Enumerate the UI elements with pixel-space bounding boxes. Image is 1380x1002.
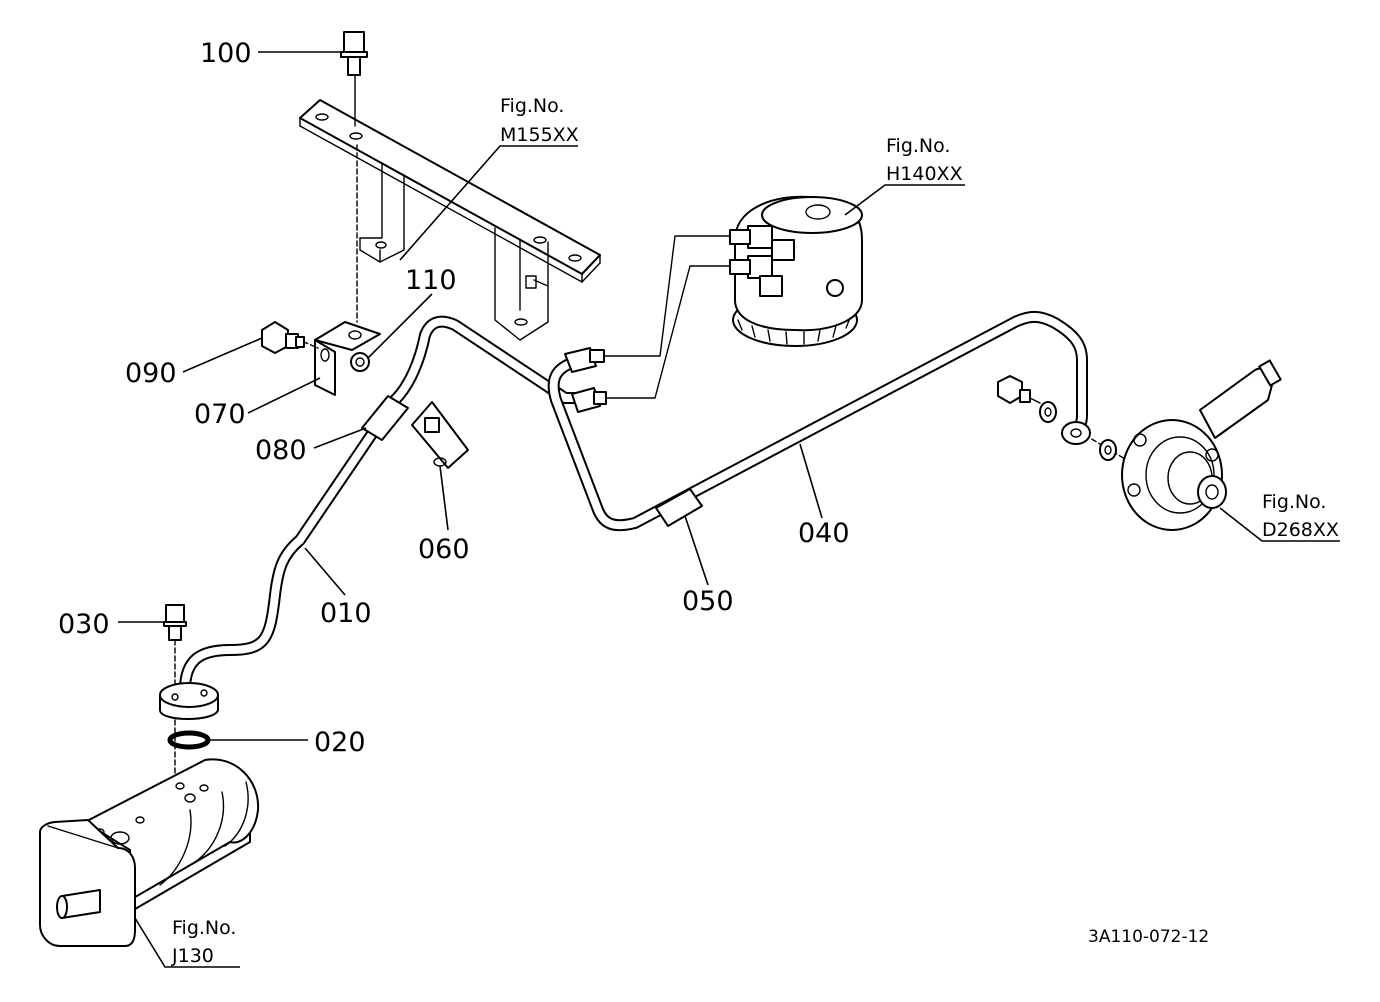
part-label-050: 050 bbox=[682, 586, 734, 617]
flange-fitting bbox=[159, 682, 219, 720]
pipe-010 bbox=[179, 315, 596, 696]
fig-label-j130: Fig.No. bbox=[172, 917, 236, 939]
injection-pump-d268 bbox=[1121, 359, 1282, 531]
fig-code-d268: D268XX bbox=[1262, 519, 1339, 541]
part-numbers: 100 110 090 070 080 060 010 030 020 050 … bbox=[58, 38, 850, 758]
bracket-070 bbox=[314, 321, 381, 396]
fig-code-j130: J130 bbox=[171, 945, 214, 967]
figure-references: Fig.No. M155XX Fig.No. H140XX Fig.No. D2… bbox=[171, 95, 1339, 967]
steering-valve bbox=[729, 195, 863, 347]
assembly-axes bbox=[174, 73, 1136, 801]
part-label-040: 040 bbox=[798, 518, 850, 549]
clamp-080 bbox=[361, 395, 409, 441]
fig-label-m155: Fig.No. bbox=[500, 95, 564, 117]
support-bracket bbox=[299, 99, 601, 341]
drawing-code: 3A110-072-12 bbox=[1088, 927, 1209, 947]
part-label-080: 080 bbox=[255, 435, 307, 466]
valve-connection-lines bbox=[603, 235, 731, 399]
fig-code-m155: M155XX bbox=[500, 124, 579, 146]
pipe-end-fittings bbox=[564, 347, 607, 413]
gear-pump-j130 bbox=[39, 758, 260, 947]
part-label-030: 030 bbox=[58, 609, 110, 640]
clip-060 bbox=[411, 401, 469, 469]
part-label-110: 110 bbox=[405, 265, 457, 296]
part-label-020: 020 bbox=[314, 727, 366, 758]
banjo-fitting bbox=[997, 375, 1117, 461]
clamp-050 bbox=[655, 488, 703, 527]
part-label-010: 010 bbox=[320, 598, 372, 629]
bolt-100 bbox=[340, 31, 368, 76]
part-label-070: 070 bbox=[194, 399, 246, 430]
part-label-090: 090 bbox=[125, 358, 177, 389]
bolt-030 bbox=[163, 604, 187, 641]
bolt-090 bbox=[261, 321, 319, 354]
fig-code-h140: H140XX bbox=[886, 163, 963, 185]
fig-label-d268: Fig.No. bbox=[1262, 491, 1326, 513]
part-label-060: 060 bbox=[418, 534, 470, 565]
leader-lines bbox=[118, 51, 1340, 968]
fig-label-h140: Fig.No. bbox=[886, 135, 950, 157]
pipe-040 bbox=[547, 310, 1088, 532]
part-label-100: 100 bbox=[200, 38, 252, 69]
